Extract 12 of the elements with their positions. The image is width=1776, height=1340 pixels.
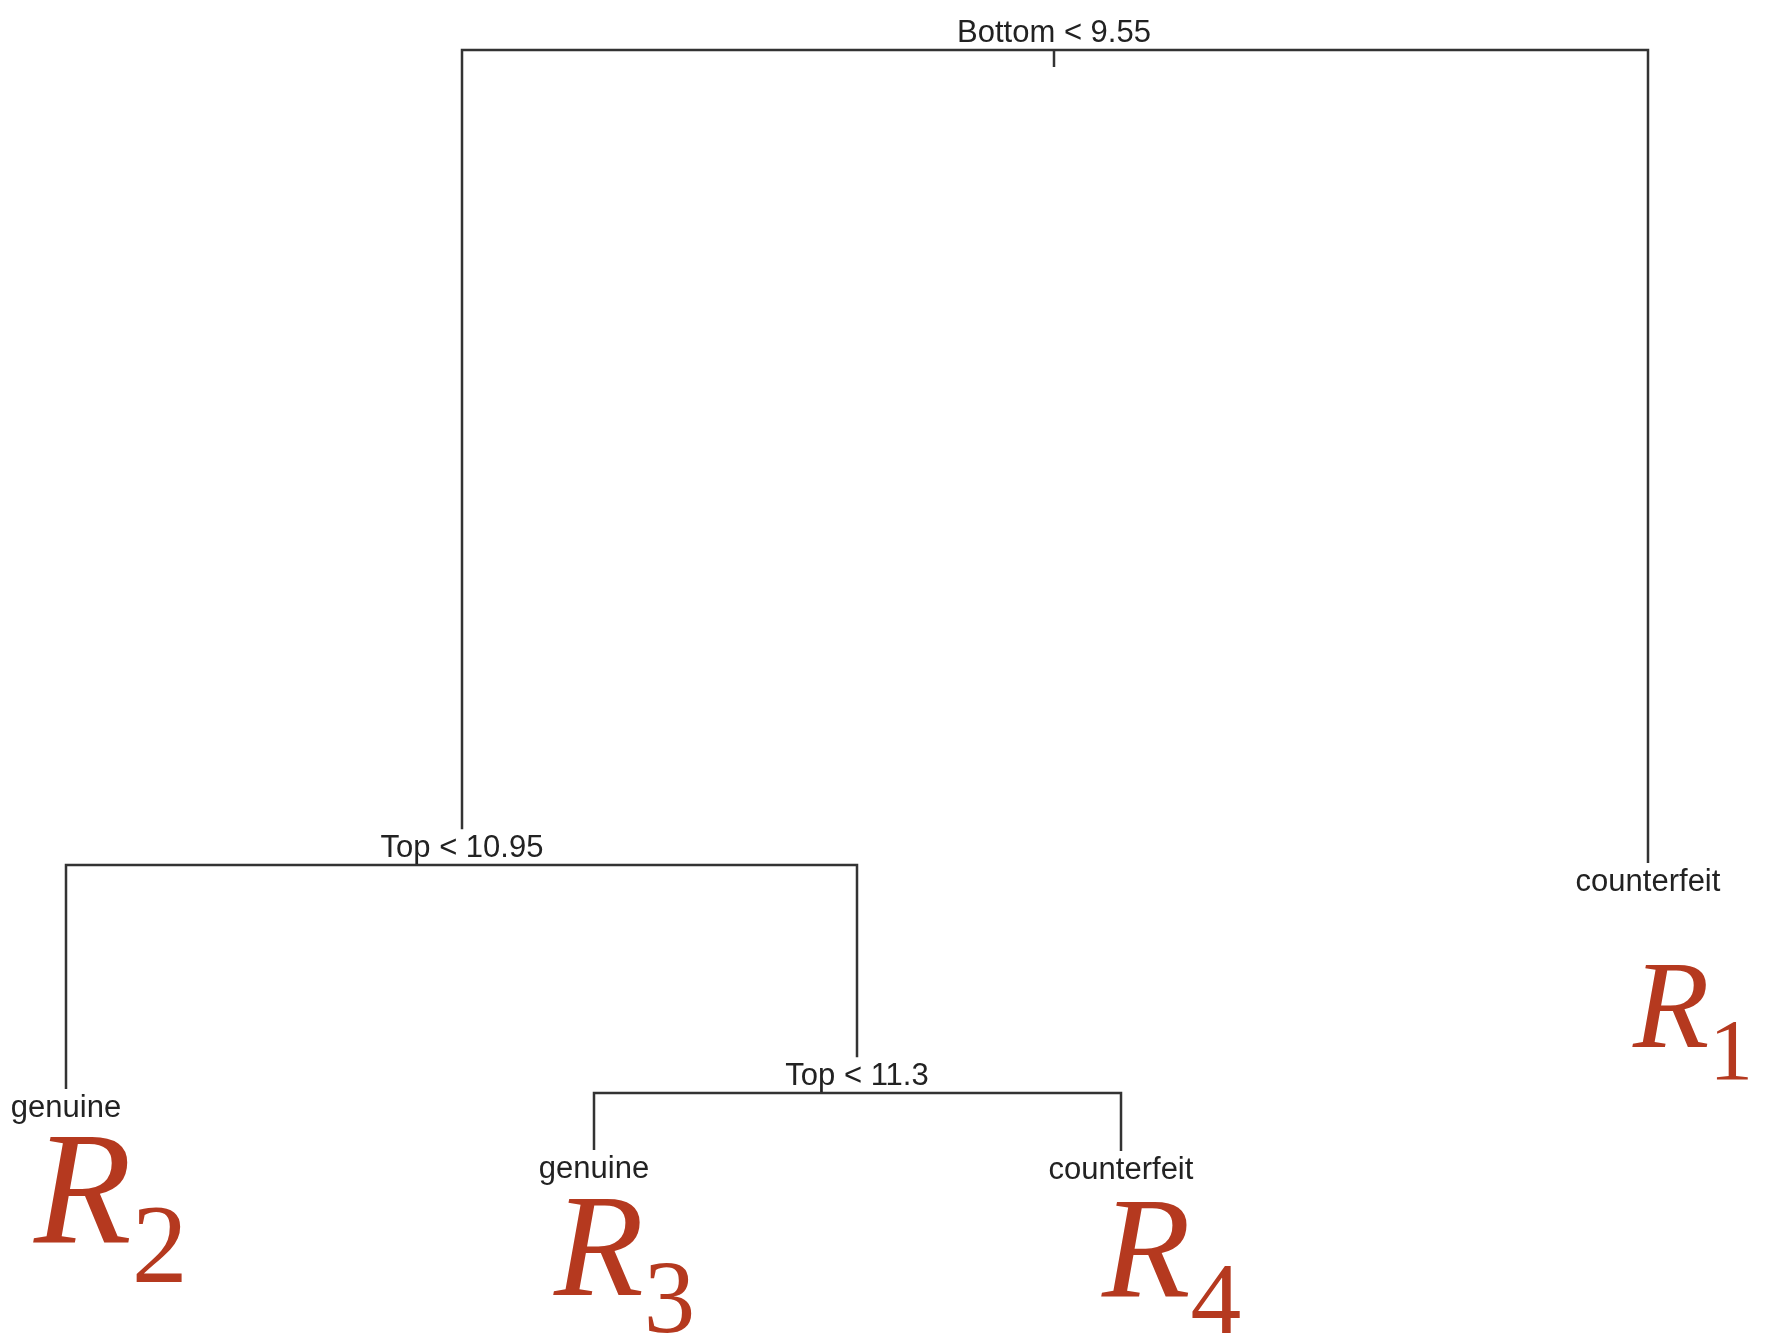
tree-branch (462, 863, 859, 1058)
tree-branch (857, 1091, 1123, 1151)
tree-branch (460, 48, 1054, 830)
split-label: Bottom < 9.55 (957, 14, 1151, 50)
tree-branch (592, 1091, 857, 1150)
tree-branch (1054, 48, 1650, 863)
leaf-label: counterfeit (1575, 863, 1721, 899)
region-label: R$_{1}$ (1633, 943, 1754, 1086)
split-label: Top < 11.3 (785, 1057, 929, 1093)
split-label: Top < 10.95 (380, 829, 544, 865)
tree-branch (64, 863, 462, 1089)
leaf-label: genuine (10, 1089, 122, 1125)
